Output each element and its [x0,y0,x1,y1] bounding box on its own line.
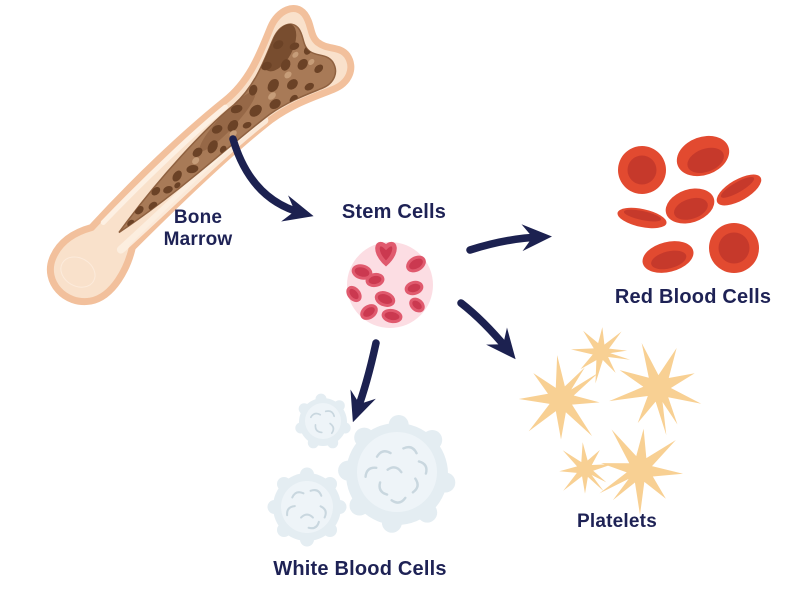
arrow-stem-to-red-blood-cells [466,224,552,254]
arrow-stem-to-platelets [457,299,516,360]
bone-marrow-label: Bone Marrow [163,207,233,250]
red-blood-cells-illustration [617,135,762,273]
bone-marrow-texture [118,23,337,234]
stem-cells-label: Stem Cells [341,201,447,223]
white-blood-cells-illustration [267,393,456,547]
platelets-label: Platelets [577,511,657,532]
arrow-bone-to-stem-cells [229,135,314,222]
white-blood-cells-label: White Blood Cells [273,558,447,580]
platelets-illustration [502,320,706,528]
stem-cells-illustration [346,241,433,328]
arrow-stem-to-white-blood-cells [350,339,380,423]
red-blood-cells-label: Red Blood Cells [614,286,772,308]
bone-illustration [47,5,355,306]
